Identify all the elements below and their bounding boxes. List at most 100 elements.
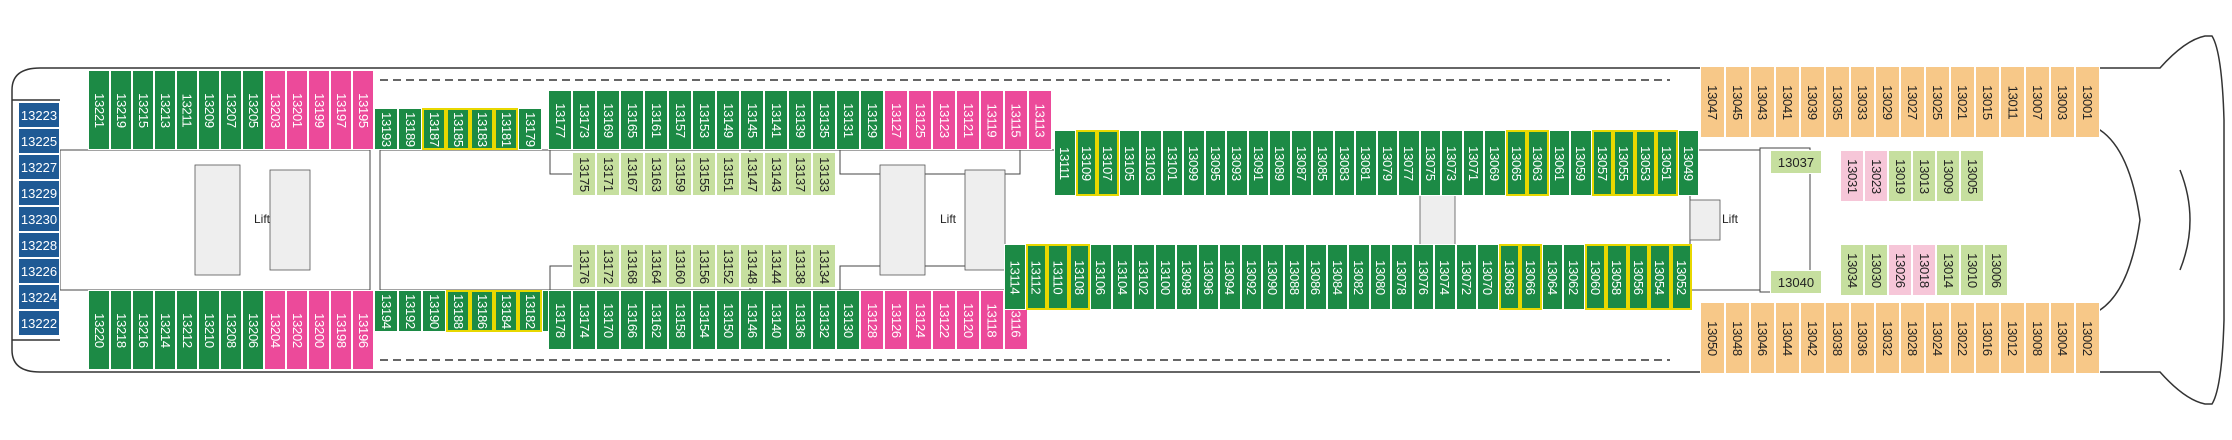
cabin-13015[interactable]: 13015 xyxy=(1975,66,2000,138)
cabin-13144[interactable]: 13144 xyxy=(764,244,788,288)
cabin-13181[interactable]: 13181 xyxy=(494,108,518,150)
cabin-13002[interactable]: 13002 xyxy=(2075,302,2100,374)
cabin-13184[interactable]: 13184 xyxy=(494,290,518,332)
cabin-13052[interactable]: 13052 xyxy=(1670,244,1692,310)
cabin-13119[interactable]: 13119 xyxy=(980,90,1004,150)
cabin-13065[interactable]: 13065 xyxy=(1505,130,1527,196)
cabin-13094[interactable]: 13094 xyxy=(1219,244,1241,310)
cabin-13030[interactable]: 13030 xyxy=(1864,244,1888,296)
cabin-13124[interactable]: 13124 xyxy=(908,290,932,350)
cabin-13023[interactable]: 13023 xyxy=(1864,150,1888,202)
cabin-13169[interactable]: 13169 xyxy=(596,90,620,150)
cabin-13152[interactable]: 13152 xyxy=(716,244,740,288)
cabin-13190[interactable]: 13190 xyxy=(422,290,446,332)
cabin-13202[interactable]: 13202 xyxy=(286,290,308,370)
cabin-13209[interactable]: 13209 xyxy=(198,70,220,150)
cabin-13149[interactable]: 13149 xyxy=(716,90,740,150)
cabin-13128[interactable]: 13128 xyxy=(860,290,884,350)
cabin-13164[interactable]: 13164 xyxy=(644,244,668,288)
cabin-13019[interactable]: 13019 xyxy=(1888,150,1912,202)
cabin-13016[interactable]: 13016 xyxy=(1975,302,2000,374)
cabin-13168[interactable]: 13168 xyxy=(620,244,644,288)
cabin-13165[interactable]: 13165 xyxy=(620,90,644,150)
cabin-13018[interactable]: 13018 xyxy=(1912,244,1936,296)
cabin-13153[interactable]: 13153 xyxy=(692,90,716,150)
cabin-13013[interactable]: 13013 xyxy=(1912,150,1936,202)
cabin-13106[interactable]: 13106 xyxy=(1090,244,1112,310)
cabin-13150[interactable]: 13150 xyxy=(716,290,740,350)
cabin-13207[interactable]: 13207 xyxy=(220,70,242,150)
cabin-13216[interactable]: 13216 xyxy=(132,290,154,370)
cabin-13098[interactable]: 13098 xyxy=(1176,244,1198,310)
cabin-13031[interactable]: 13031 xyxy=(1840,150,1864,202)
cabin-13114[interactable]: 13114 xyxy=(1004,244,1026,310)
cabin-13086[interactable]: 13086 xyxy=(1305,244,1327,310)
cabin-13027[interactable]: 13027 xyxy=(1900,66,1925,138)
cabin-13208[interactable]: 13208 xyxy=(220,290,242,370)
cabin-13132[interactable]: 13132 xyxy=(812,290,836,350)
cabin-13123[interactable]: 13123 xyxy=(932,90,956,150)
cabin-13177[interactable]: 13177 xyxy=(548,90,572,150)
cabin-13204[interactable]: 13204 xyxy=(264,290,286,370)
cabin-13108[interactable]: 13108 xyxy=(1068,244,1090,310)
cabin-13022[interactable]: 13022 xyxy=(1950,302,1975,374)
cabin-13127[interactable]: 13127 xyxy=(884,90,908,150)
cabin-13167[interactable]: 13167 xyxy=(620,152,644,196)
cabin-13102[interactable]: 13102 xyxy=(1133,244,1155,310)
cabin-13157[interactable]: 13157 xyxy=(668,90,692,150)
cabin-13005[interactable]: 13005 xyxy=(1960,150,1984,202)
cabin-13008[interactable]: 13008 xyxy=(2025,302,2050,374)
cabin-13182[interactable]: 13182 xyxy=(518,290,542,332)
cabin-13185[interactable]: 13185 xyxy=(446,108,470,150)
cabin-13187[interactable]: 13187 xyxy=(422,108,446,150)
cabin-13001[interactable]: 13001 xyxy=(2075,66,2100,138)
cabin-13196[interactable]: 13196 xyxy=(352,290,374,370)
cabin-13221[interactable]: 13221 xyxy=(88,70,110,150)
cabin-13212[interactable]: 13212 xyxy=(176,290,198,370)
cabin-13195[interactable]: 13195 xyxy=(352,70,374,150)
cabin-13062[interactable]: 13062 xyxy=(1563,244,1585,310)
cabin-13230[interactable]: 13230 xyxy=(18,206,60,232)
cabin-13151[interactable]: 13151 xyxy=(716,152,740,196)
cabin-13082[interactable]: 13082 xyxy=(1348,244,1370,310)
cabin-13046[interactable]: 13046 xyxy=(1750,302,1775,374)
cabin-13061[interactable]: 13061 xyxy=(1548,130,1570,196)
cabin-13096[interactable]: 13096 xyxy=(1197,244,1219,310)
cabin-13032[interactable]: 13032 xyxy=(1875,302,1900,374)
cabin-13176[interactable]: 13176 xyxy=(572,244,596,288)
cabin-13193[interactable]: 13193 xyxy=(374,108,398,150)
cabin-13045[interactable]: 13045 xyxy=(1725,66,1750,138)
cabin-13079[interactable]: 13079 xyxy=(1376,130,1398,196)
cabin-13080[interactable]: 13080 xyxy=(1369,244,1391,310)
cabin-13076[interactable]: 13076 xyxy=(1412,244,1434,310)
cabin-13083[interactable]: 13083 xyxy=(1333,130,1355,196)
cabin-13104[interactable]: 13104 xyxy=(1111,244,1133,310)
cabin-13103[interactable]: 13103 xyxy=(1140,130,1162,196)
cabin-13014[interactable]: 13014 xyxy=(1936,244,1960,296)
cabin-13073[interactable]: 13073 xyxy=(1441,130,1463,196)
cabin-13183[interactable]: 13183 xyxy=(470,108,494,150)
cabin-13135[interactable]: 13135 xyxy=(812,90,836,150)
cabin-13210[interactable]: 13210 xyxy=(198,290,220,370)
cabin-13068[interactable]: 13068 xyxy=(1498,244,1520,310)
cabin-13101[interactable]: 13101 xyxy=(1161,130,1183,196)
cabin-13147[interactable]: 13147 xyxy=(740,152,764,196)
cabin-13143[interactable]: 13143 xyxy=(764,152,788,196)
cabin-13201[interactable]: 13201 xyxy=(286,70,308,150)
cabin-13125[interactable]: 13125 xyxy=(908,90,932,150)
cabin-13155[interactable]: 13155 xyxy=(692,152,716,196)
cabin-13205[interactable]: 13205 xyxy=(242,70,264,150)
cabin-13140[interactable]: 13140 xyxy=(764,290,788,350)
cabin-13229[interactable]: 13229 xyxy=(18,180,60,206)
cabin-13047[interactable]: 13047 xyxy=(1700,66,1725,138)
cabin-13145[interactable]: 13145 xyxy=(740,90,764,150)
cabin-13131[interactable]: 13131 xyxy=(836,90,860,150)
cabin-13134[interactable]: 13134 xyxy=(812,244,836,288)
cabin-13118[interactable]: 13118 xyxy=(980,290,1004,350)
cabin-13066[interactable]: 13066 xyxy=(1520,244,1542,310)
cabin-13003[interactable]: 13003 xyxy=(2050,66,2075,138)
cabin-13161[interactable]: 13161 xyxy=(644,90,668,150)
cabin-13060[interactable]: 13060 xyxy=(1584,244,1606,310)
cabin-13200[interactable]: 13200 xyxy=(308,290,330,370)
cabin-13025[interactable]: 13025 xyxy=(1925,66,1950,138)
